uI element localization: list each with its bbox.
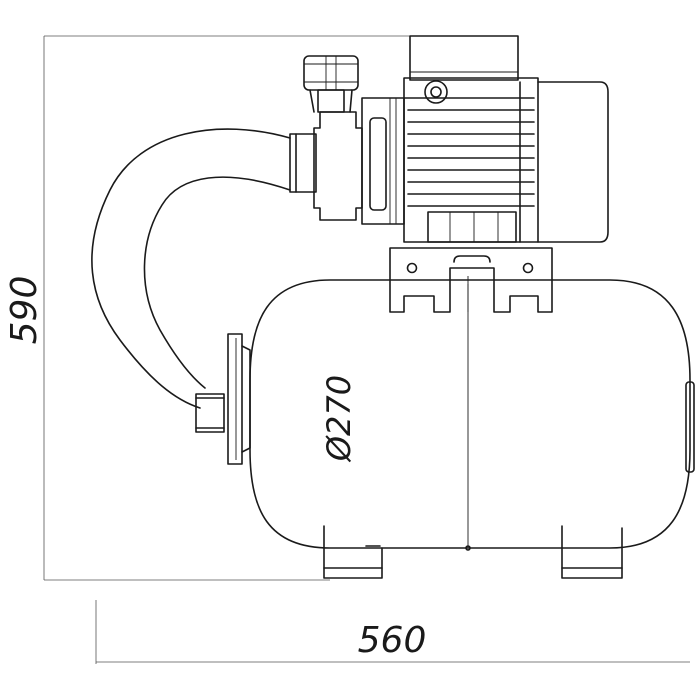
pump-housing	[289, 97, 405, 225]
width-dimension-label: 560	[358, 620, 427, 661]
dimension-lines	[43, 35, 690, 664]
electric-motor	[403, 35, 609, 243]
pump-bracket	[389, 247, 553, 313]
tank-flange	[227, 333, 251, 465]
hose-tank-connector	[195, 393, 225, 433]
height-dimension-label: 590	[4, 276, 45, 345]
tank-feet	[323, 525, 623, 579]
flexible-hose	[91, 128, 291, 409]
inlet-nozzle	[303, 55, 359, 113]
pressure-tank	[249, 279, 695, 551]
tank-diameter-label: Ø270	[320, 375, 358, 463]
